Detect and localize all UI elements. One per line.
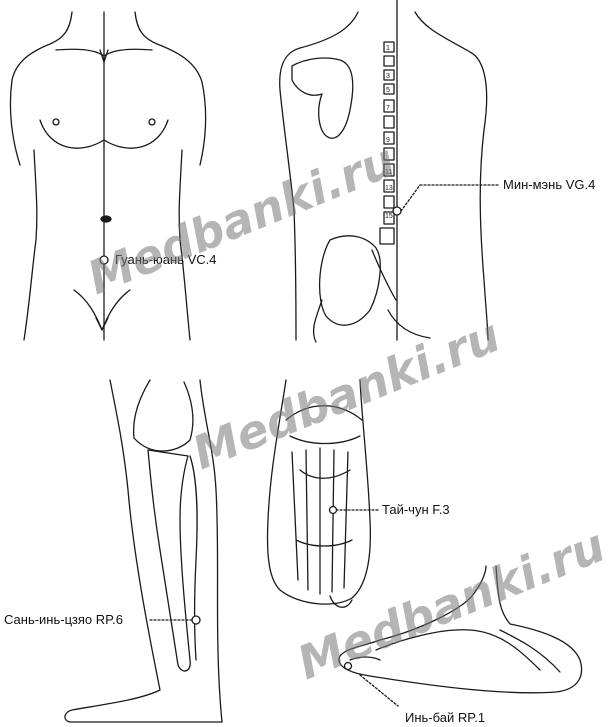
vertebra-number: 5	[386, 87, 390, 94]
point-vc4	[99, 255, 109, 265]
vertebra-number: 9	[386, 137, 390, 144]
vertebra-numbers: 1 3 5 7 9 11 13 15	[385, 45, 393, 220]
vertebra-number: 3	[386, 73, 390, 80]
label-rp6: Сань-инь-цзяо RP.6	[4, 612, 123, 627]
point-rp6	[191, 615, 201, 625]
label-vc4: Гуань-юань VC.4	[115, 252, 217, 267]
leg-front	[64, 379, 223, 723]
label-f3: Тай-чун F.3	[382, 502, 450, 517]
vertebra-number: 11	[385, 169, 392, 176]
point-rp1	[343, 661, 353, 671]
label-vg4: Мин-мэнь VG.4	[503, 177, 596, 192]
leader-vg4	[400, 184, 421, 212]
foot-skeleton	[266, 379, 372, 608]
point-vg4	[392, 206, 402, 216]
front-torso	[9, 11, 207, 341]
vertebra-number: 1	[386, 45, 390, 52]
vertebra-number: 7	[386, 105, 390, 112]
back-torso	[279, 0, 489, 343]
vertebra-number: 13	[385, 185, 393, 192]
foot-side	[338, 565, 583, 694]
label-rp1: Инь-бай RP.1	[405, 710, 486, 725]
vertebra-number: 15	[385, 213, 393, 220]
point-f3	[328, 505, 338, 515]
leader-rp1	[359, 674, 399, 707]
